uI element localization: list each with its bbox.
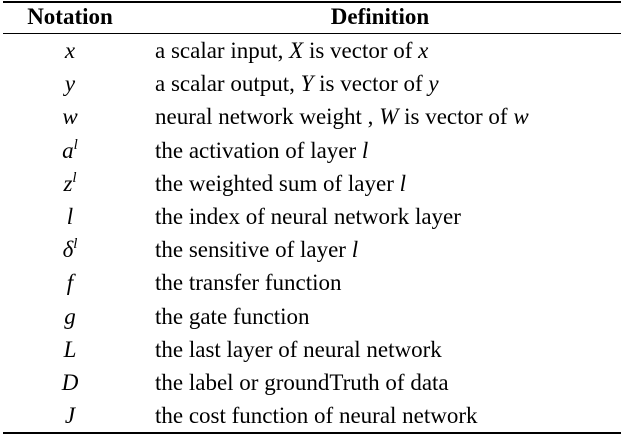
definition-cell: neural network weight , W is vector of w: [155, 100, 529, 133]
definition-text: the gate function: [155, 303, 310, 329]
table-row: g the gate function: [0, 300, 624, 333]
notation-symbol: x: [64, 38, 76, 63]
definition-cell: the activation of layer l: [155, 134, 368, 167]
definition-text: is vector of: [313, 71, 429, 97]
notation-symbol: δ: [62, 237, 74, 263]
notation-cell: l: [0, 200, 140, 233]
notation-symbol: J: [64, 403, 76, 429]
definition-symbol: W: [379, 104, 399, 130]
definition-cell: the cost function of neural network: [155, 399, 478, 432]
notation-superscript: l: [73, 136, 78, 153]
definition-text: a scalar output,: [155, 71, 301, 97]
notation-cell: al: [0, 134, 140, 167]
notation-symbol: D: [61, 370, 79, 395]
notation-cell: δl: [0, 233, 140, 266]
definition-cell: the transfer function: [155, 266, 341, 299]
table-header-row: Notation Definition: [0, 0, 624, 33]
header-definition: Definition: [330, 4, 430, 29]
notation-superscript: l: [72, 169, 77, 186]
notation-symbol: L: [63, 336, 77, 362]
definition-cell: the index of neural network layer: [155, 200, 461, 233]
definition-text: the last layer of neural network: [155, 336, 442, 362]
notation-cell: y: [0, 67, 140, 100]
definition-cell: the sensitive of layer l: [155, 233, 358, 266]
definition-text: the sensitive of layer: [155, 237, 352, 263]
notation-cell: w: [0, 100, 140, 133]
notation-symbol: l: [66, 204, 74, 229]
notation-cell: f: [0, 266, 140, 299]
definition-text: the transfer function: [155, 270, 342, 296]
definition-symbol: l: [351, 237, 359, 263]
definition-text: the activation of layer: [155, 137, 362, 163]
header-notation: Notation: [27, 4, 113, 29]
table-bottom-rule: [3, 432, 621, 434]
definition-text: is vector of: [303, 38, 419, 63]
notation-symbol: w: [62, 104, 78, 130]
definition-symbol: y: [428, 71, 439, 97]
definition-cell: the weighted sum of layer l: [155, 167, 406, 200]
definition-text: a scalar input,: [155, 38, 290, 63]
definition-text: the weighted sum of layer: [155, 170, 400, 196]
table-row: f the transfer function: [0, 266, 624, 299]
definition-symbol: Y: [300, 71, 314, 97]
notation-superscript: l: [73, 236, 78, 253]
table-row: l the index of neural network layer: [0, 200, 624, 233]
definition-symbol: x: [418, 38, 429, 63]
notation-cell: D: [0, 366, 140, 399]
definition-cell: the last layer of neural network: [155, 333, 442, 366]
definition-text: the label or groundTruth of data: [155, 370, 449, 395]
definition-cell: a scalar input, X is vector of x: [155, 34, 428, 67]
notation-cell: J: [0, 399, 140, 432]
notation-cell: g: [0, 300, 140, 333]
definition-symbol: X: [289, 38, 304, 63]
definition-text: is vector of: [398, 104, 514, 130]
notation-symbol: z: [63, 170, 73, 196]
definition-symbol: l: [399, 170, 407, 196]
definition-cell: a scalar output, Y is vector of y: [155, 67, 439, 100]
definition-text: the index of neural network layer: [155, 204, 461, 229]
definition-text: the cost function of neural network: [155, 403, 478, 429]
notation-symbol: y: [64, 71, 76, 97]
table-top-rule: [3, 1, 621, 3]
notation-cell: L: [0, 333, 140, 366]
definition-cell: the label or groundTruth of data: [155, 366, 449, 399]
definition-cell: the gate function: [155, 300, 310, 333]
definition-text: neural network weight ,: [155, 104, 380, 130]
notation-symbol: f: [66, 270, 74, 296]
notation-cell: x: [0, 34, 140, 67]
notation-symbol: a: [62, 137, 74, 163]
definition-symbol: l: [361, 137, 369, 163]
notation-symbol: g: [64, 303, 76, 329]
notation-cell: zl: [0, 167, 140, 200]
definition-symbol: w: [513, 104, 529, 130]
table-header-rule: [3, 33, 621, 34]
